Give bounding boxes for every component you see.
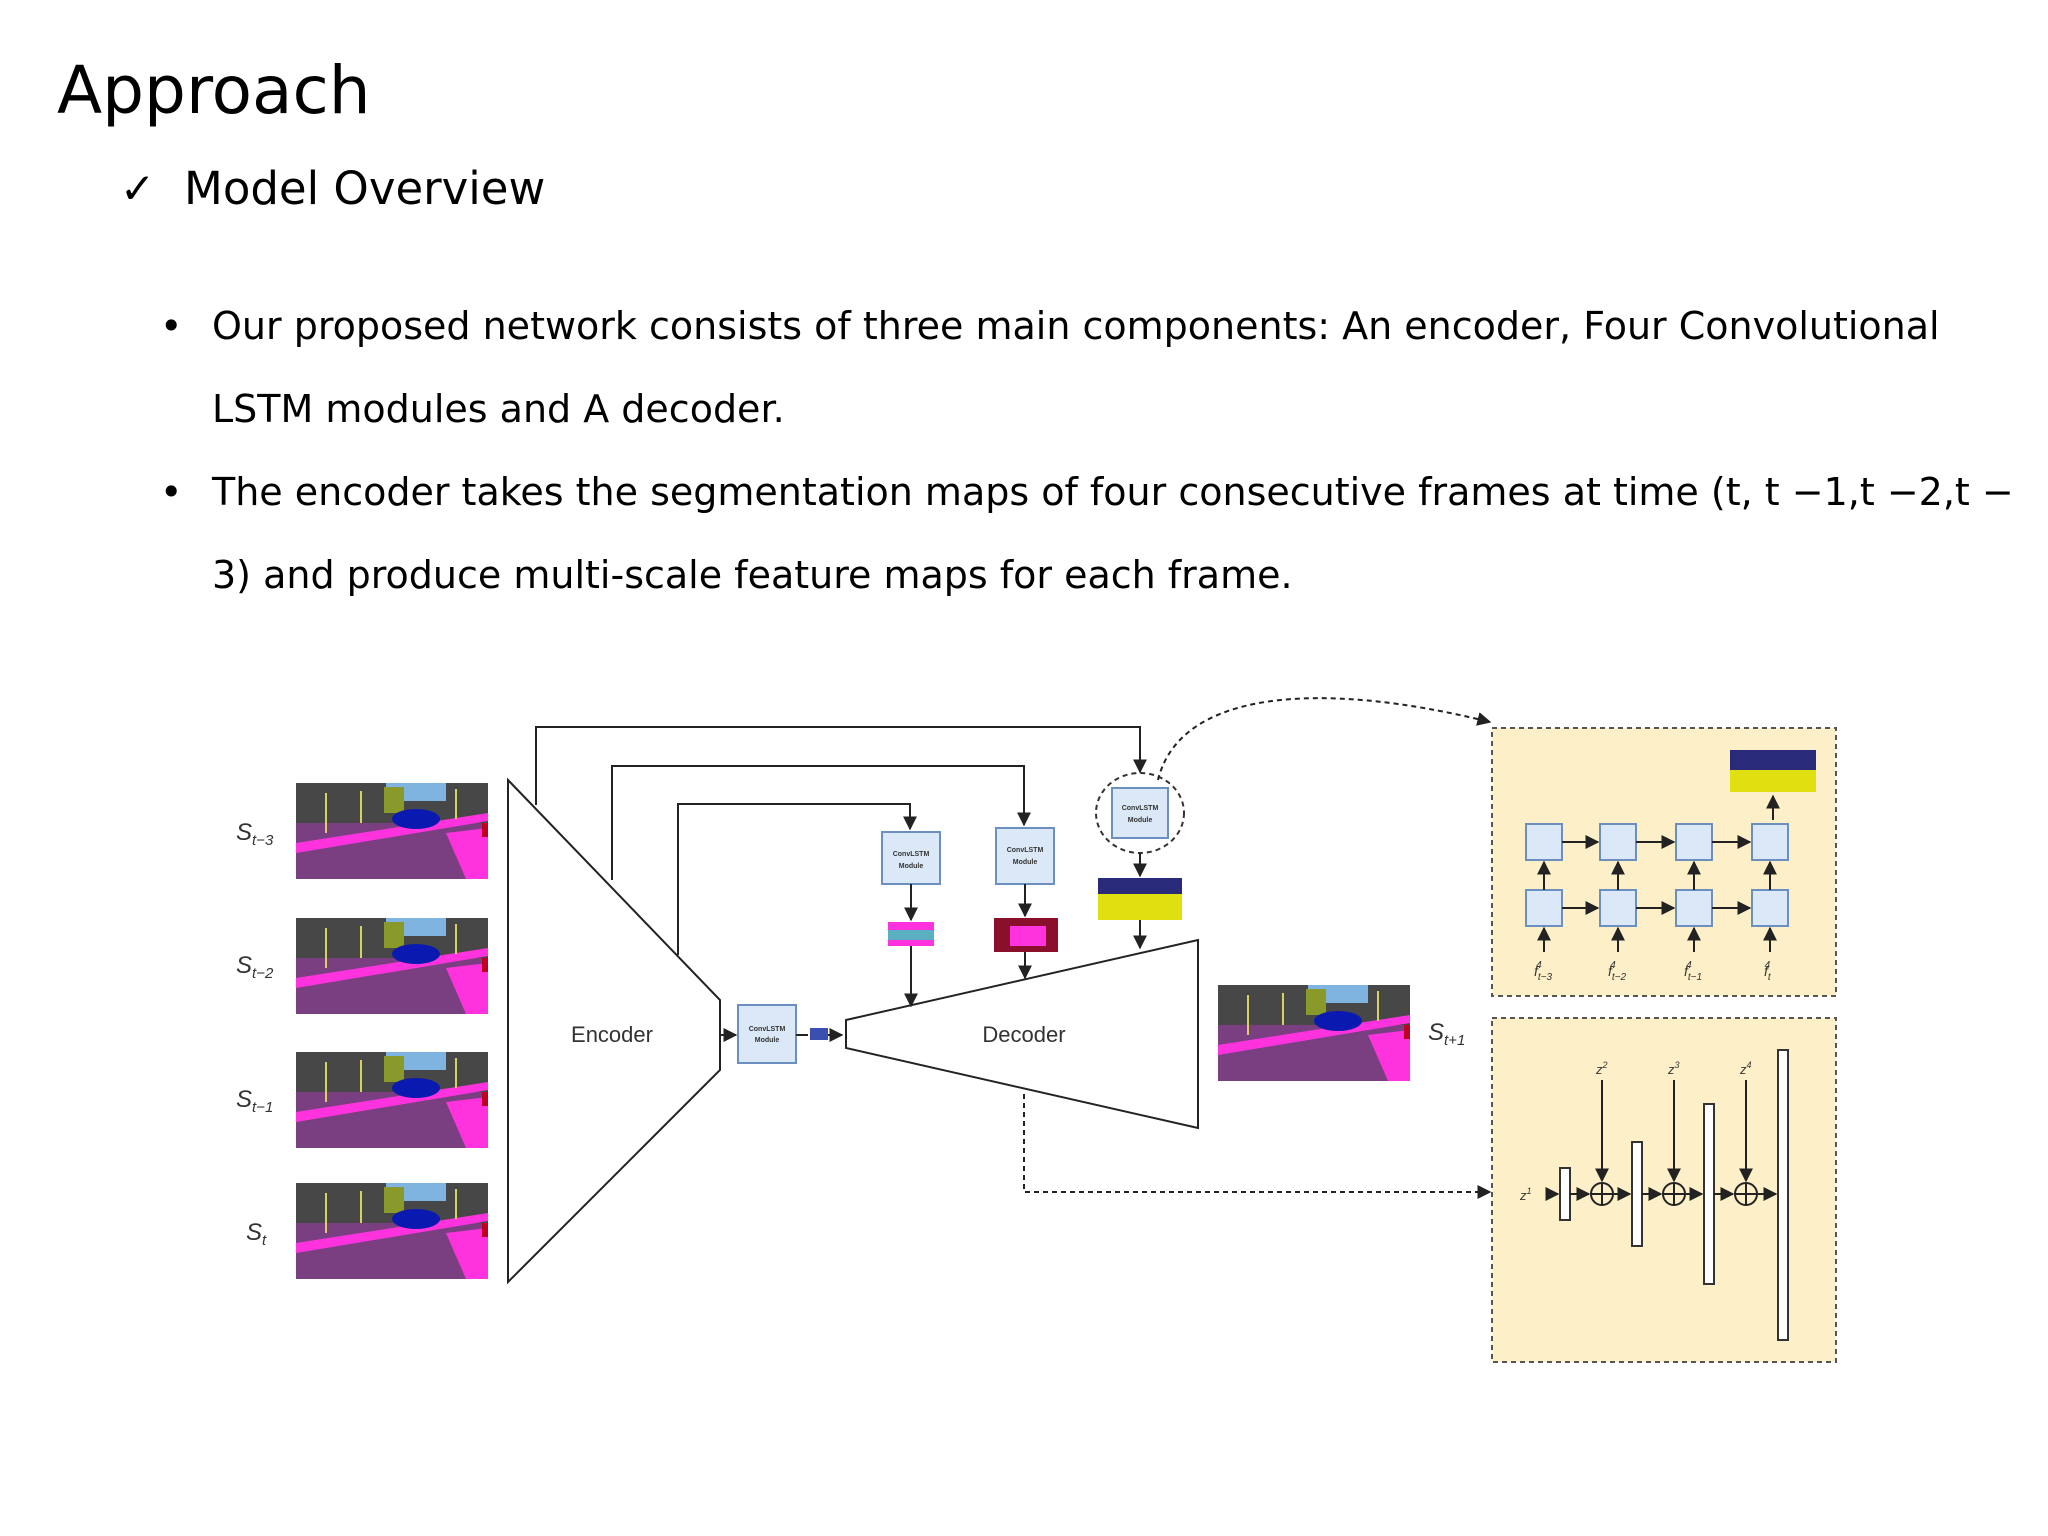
svg-text:Module: Module (899, 863, 924, 870)
convlstm-detail-panel: ft−34 ft−24 ft−14 ft4 (1491, 727, 1837, 997)
convlstm-module-3: ConvLSTM Module (1095, 772, 1185, 950)
input-segmap-t-2 (296, 918, 488, 1014)
model-architecture-diagram: St−3 St−2 St−1 St Encoder ConvLSTM Modul… (236, 697, 1837, 1363)
input-label-t: St (246, 1219, 267, 1249)
svg-text:ConvLSTM: ConvLSTM (1122, 805, 1159, 812)
svg-text:ConvLSTM: ConvLSTM (749, 1026, 786, 1033)
svg-text:z3: z3 (1667, 1060, 1680, 1077)
bullet-text: The encoder takes the segmentation maps … (212, 470, 2014, 597)
bullet-list: • Our proposed network consists of three … (160, 285, 2020, 617)
svg-text:z4: z4 (1739, 1060, 1752, 1077)
input-label-t-1: St−1 (236, 1086, 273, 1116)
bullet-dot-icon: • (160, 304, 183, 348)
slide-title: Approach (57, 52, 371, 129)
input-label-t-3: St−3 (236, 819, 274, 849)
encoder-block (507, 777, 721, 1285)
svg-text:ConvLSTM: ConvLSTM (1007, 847, 1044, 854)
input-label-t-2: St−2 (236, 952, 274, 982)
output-segmap (1218, 985, 1410, 1081)
decoder-detail-panel: z1 z2 z3 z4 (1491, 1017, 1837, 1363)
svg-text:ConvLSTM: ConvLSTM (893, 851, 930, 858)
zoom-connector-top (1157, 697, 1492, 781)
section-heading-text: Model Overview (184, 162, 546, 215)
bullet-item: • The encoder takes the segmentation maps… (160, 451, 2020, 617)
svg-text:z2: z2 (1595, 1060, 1608, 1077)
decoder-block (845, 938, 1199, 1130)
skip-connections (535, 726, 1147, 955)
svg-text:ft−34: ft−34 (1534, 960, 1553, 983)
input-segmap-t-1 (296, 1052, 488, 1148)
zoom-connector-bottom (1023, 1094, 1492, 1199)
section-heading: ✓ Model Overview (120, 162, 545, 215)
input-frames (296, 783, 488, 1279)
svg-text:Module: Module (1013, 859, 1038, 866)
convlstm-module-2: ConvLSTM Module (994, 827, 1058, 980)
svg-text:z1: z1 (1519, 1186, 1532, 1203)
bullet-item: • Our proposed network consists of three … (160, 285, 2020, 451)
convlstm-module-1: ConvLSTM Module (881, 831, 941, 1008)
check-mark-icon: ✓ (120, 164, 156, 213)
output-label: St+1 (1428, 1019, 1465, 1049)
svg-text:ft−24: ft−24 (1608, 960, 1627, 983)
input-segmap-t (296, 1183, 488, 1279)
svg-text:Module: Module (755, 1037, 780, 1044)
svg-text:Module: Module (1128, 817, 1153, 824)
decoder-label: Decoder (982, 1022, 1065, 1047)
encoder-label: Encoder (571, 1022, 653, 1047)
bottleneck-convlstm: ConvLSTM Module (720, 1004, 844, 1064)
svg-text:ft4: ft4 (1764, 960, 1772, 983)
svg-text:ft−14: ft−14 (1684, 960, 1702, 983)
bullet-dot-icon: • (160, 470, 183, 514)
bullet-text: Our proposed network consists of three m… (212, 304, 1940, 431)
input-segmap-t-3 (296, 783, 488, 879)
